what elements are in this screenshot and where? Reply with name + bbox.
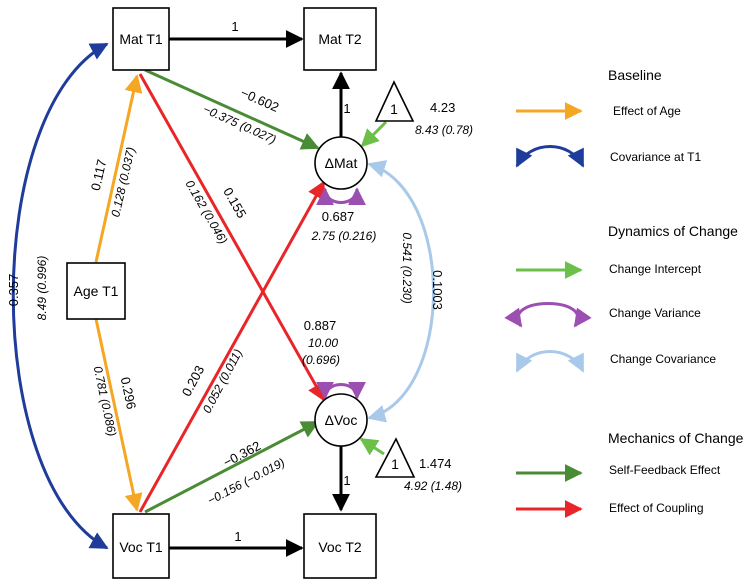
mat-t2-node: Mat T2 bbox=[303, 7, 377, 71]
legend-covariance-swatch bbox=[515, 350, 585, 373]
legend-variance-swatch bbox=[504, 302, 592, 328]
voc-variance-raw-label-2: (0.696) bbox=[302, 353, 340, 367]
cov-t1-raw-label: 8.49 (0.996) bbox=[35, 256, 49, 321]
change-cov-raw-label: 0.541 (0.230) bbox=[400, 232, 414, 303]
voc-t1-to-t2-weight: 1 bbox=[234, 529, 241, 544]
delta-voc-node: ΔVoc bbox=[314, 393, 368, 447]
covariance-t1-arrow bbox=[11, 42, 109, 550]
mat-t1-label: Mat T1 bbox=[119, 31, 163, 47]
mat-voc-coupling-raw-label: 0.162 (0.046) bbox=[183, 178, 231, 247]
mat-self-std-label: −0.602 bbox=[238, 85, 281, 115]
mat-voc-coupling-std-label: 0.155 bbox=[220, 185, 249, 221]
change-cov-std-label: 0.1003 bbox=[430, 270, 445, 310]
constant-bottom-label: 1 bbox=[391, 456, 399, 472]
voc-t1-label: Voc T1 bbox=[119, 539, 163, 555]
age-t1-node: Age T1 bbox=[66, 262, 126, 320]
voc-mat-coupling-raw-label: 0.052 (0.011) bbox=[200, 347, 245, 416]
legend-intercept-label: Change Intercept bbox=[609, 262, 702, 276]
legend-dynamics-heading: Dynamics of Change bbox=[608, 223, 738, 239]
mat-intercept-arrow bbox=[360, 120, 388, 148]
legend-baseline-heading: Baseline bbox=[608, 67, 662, 83]
delta-voc-label: ΔVoc bbox=[325, 412, 358, 428]
constant-triangle-top: 1 bbox=[374, 80, 415, 122]
mat-to-delta-voc-coupling-arrow bbox=[138, 73, 326, 402]
voc-variance-std-label: 0.887 bbox=[304, 318, 337, 333]
legend-age-label: Effect of Age bbox=[613, 104, 681, 118]
age-t1-label: Age T1 bbox=[74, 283, 119, 299]
voc-intercept-raw-label: 4.92 (1.48) bbox=[404, 479, 462, 493]
delta-mat-node: ΔMat bbox=[314, 136, 368, 190]
voc-t2-node: Voc T2 bbox=[303, 513, 377, 579]
voc-t1-node: Voc T1 bbox=[112, 513, 170, 579]
voc-variance-raw-label-1: 10.00 bbox=[308, 336, 338, 350]
voc-change-variance-arrow bbox=[316, 381, 366, 400]
legend: Baseline Effect of Age Covariance at T1 … bbox=[504, 67, 744, 518]
mat-t2-label: Mat T2 bbox=[318, 31, 362, 47]
age-mat-std-label: 0.117 bbox=[88, 158, 110, 192]
mat-intercept-std-label: 4.23 bbox=[430, 100, 455, 115]
mat-intercept-raw-label: 8.43 (0.78) bbox=[415, 123, 473, 137]
constant-triangle-bottom: 1 bbox=[374, 437, 416, 478]
voc-self-std-label: −0.362 bbox=[221, 438, 263, 470]
voc-intercept-arrow bbox=[359, 437, 385, 456]
delta-voc-to-voc-t2-weight: 1 bbox=[343, 473, 350, 488]
constant-top-label: 1 bbox=[390, 101, 398, 117]
voc-self-feedback-arrow bbox=[144, 420, 320, 514]
mat-self-feedback-arrow bbox=[144, 68, 320, 150]
mat-t1-to-t2-weight: 1 bbox=[231, 19, 238, 34]
voc-t2-label: Voc T2 bbox=[318, 539, 362, 555]
mat-t1-node: Mat T1 bbox=[112, 7, 170, 71]
change-covariance-arrow bbox=[367, 160, 435, 423]
voc-self-raw-label: −0.156 (−0.019) bbox=[205, 455, 287, 507]
legend-self-feedback-label: Self-Feedback Effect bbox=[609, 463, 721, 477]
mat-variance-std-label: 0.687 bbox=[322, 209, 355, 224]
legend-cov-t1-label: Covariance at T1 bbox=[610, 150, 701, 164]
delta-mat-label: ΔMat bbox=[325, 155, 358, 171]
legend-coupling-label: Effect of Coupling bbox=[609, 501, 704, 515]
voc-intercept-std-label: 1.474 bbox=[419, 456, 452, 471]
legend-cov-t1-swatch bbox=[515, 145, 585, 168]
legend-variance-label: Change Variance bbox=[609, 306, 701, 320]
mat-variance-raw-label: 2.75 (0.216) bbox=[311, 229, 377, 243]
delta-mat-to-mat-t2-weight: 1 bbox=[343, 101, 350, 116]
legend-mechanics-heading: Mechanics of Change bbox=[608, 430, 744, 446]
mat-change-variance-arrow bbox=[316, 187, 366, 206]
voc-to-delta-mat-coupling-arrow bbox=[138, 180, 326, 513]
age-voc-std-label: 0.296 bbox=[118, 376, 139, 411]
cov-t1-std-label: 0.357 bbox=[6, 274, 21, 307]
legend-covariance-label: Change Covariance bbox=[610, 352, 716, 366]
age-to-voc-t1-arrow bbox=[94, 318, 143, 512]
voc-mat-coupling-std-label: 0.203 bbox=[179, 363, 208, 399]
age-to-mat-t1-arrow bbox=[94, 74, 143, 263]
